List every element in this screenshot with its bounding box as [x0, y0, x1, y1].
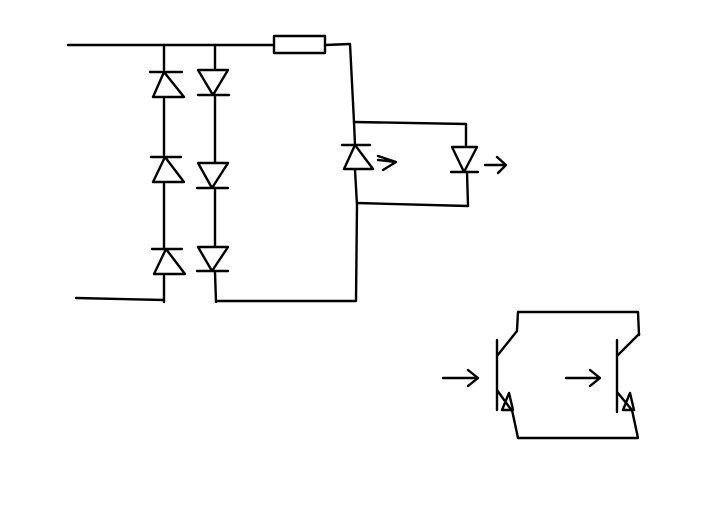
led-icon — [342, 145, 373, 169]
diode-symbol — [152, 249, 185, 274]
wire-bottom-right — [216, 205, 357, 301]
diode-icon — [150, 72, 184, 97]
wire-led-branch-top — [354, 122, 466, 145]
phototransistor-pair — [443, 312, 639, 438]
emitter-arrow-icon — [502, 393, 513, 410]
wire-led1-lead-top — [354, 122, 355, 145]
diode-symbol — [198, 70, 229, 95]
diode-symbol — [150, 72, 184, 97]
led-emitter-1 — [342, 145, 396, 170]
wire-led-branch-bottom — [357, 172, 468, 206]
led-icon — [451, 147, 478, 172]
wiring — [68, 44, 468, 301]
resistor-icon — [274, 36, 325, 53]
light-arrow-icon — [485, 157, 506, 173]
diode-symbol — [197, 247, 228, 271]
light-arrow-icon — [443, 370, 478, 386]
wire-collector-bus — [517, 312, 639, 335]
light-arrow-icon — [566, 370, 600, 386]
phototransistor-2 — [566, 334, 639, 412]
diode-symbol — [197, 163, 228, 188]
diode-icon — [197, 163, 228, 188]
led-emitter-2 — [451, 147, 506, 173]
diode-icon — [198, 70, 229, 95]
light-arrow-icon — [378, 156, 396, 170]
diode-ladder-right — [197, 45, 229, 302]
wire-bottom-left — [76, 298, 164, 300]
phototransistor-1 — [443, 331, 517, 411]
ladder-right-rail — [215, 45, 216, 302]
wire-led1-lead-bottom — [355, 170, 357, 205]
diode-icon — [152, 249, 185, 274]
wire-emitter-bus — [512, 410, 638, 438]
wire-resistor-right — [325, 44, 354, 122]
diode-symbol — [151, 157, 184, 182]
diode-icon — [151, 157, 184, 182]
phototransistor-icon — [617, 334, 639, 412]
diode-icon — [197, 247, 228, 271]
emitter-arrow-icon — [623, 393, 634, 410]
phototransistor-icon — [497, 331, 517, 411]
diode-ladder-left — [150, 45, 185, 302]
